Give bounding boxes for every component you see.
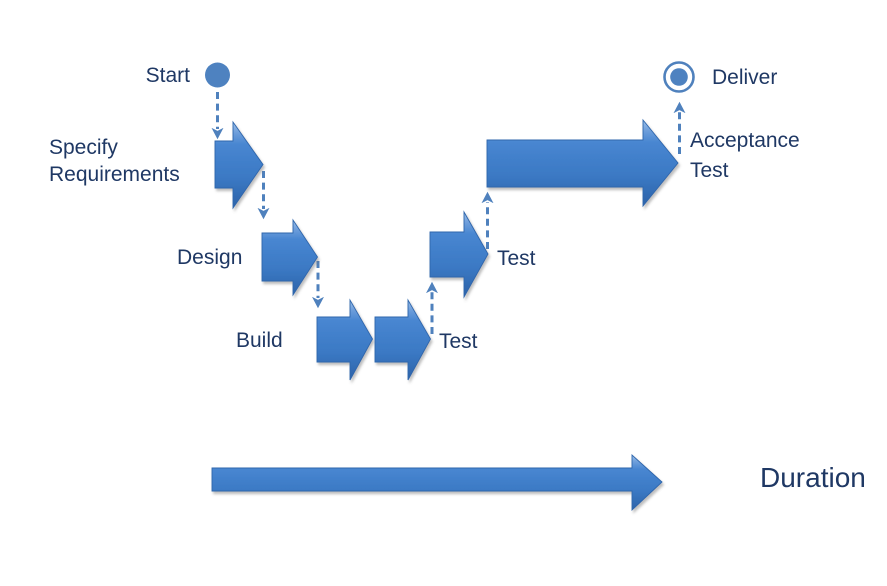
duration-arrow bbox=[211, 453, 663, 512]
test-arrow-bottom bbox=[374, 298, 432, 381]
acceptance-test-label: Acceptance Test bbox=[690, 126, 800, 186]
start-node-icon bbox=[205, 62, 230, 88]
test-arrow-mid bbox=[429, 210, 489, 299]
acceptance-test-label-line2: Test bbox=[690, 159, 729, 182]
specify-requirements-arrow bbox=[214, 120, 264, 210]
start-label: Start bbox=[145, 64, 190, 87]
specify-requirements-label-line1: Specify bbox=[49, 136, 118, 159]
deliver-node-ring-icon bbox=[663, 61, 695, 93]
design-arrow bbox=[261, 218, 319, 297]
test-mid-label: Test bbox=[497, 247, 536, 270]
specify-requirements-label-line2: Requirements bbox=[49, 163, 180, 186]
deliver-node-icon bbox=[670, 68, 688, 86]
deliver-label: Deliver bbox=[712, 66, 778, 89]
design-label: Design bbox=[177, 246, 243, 269]
duration-label: Duration bbox=[760, 462, 866, 493]
test-bottom-label: Test bbox=[439, 330, 478, 353]
specify-requirements-label: Specify Requirements bbox=[49, 134, 180, 188]
build-label: Build bbox=[236, 329, 283, 352]
build-arrow bbox=[316, 298, 374, 381]
acceptance-test-arrow bbox=[486, 118, 679, 208]
acceptance-test-label-line1: Acceptance bbox=[690, 129, 800, 152]
